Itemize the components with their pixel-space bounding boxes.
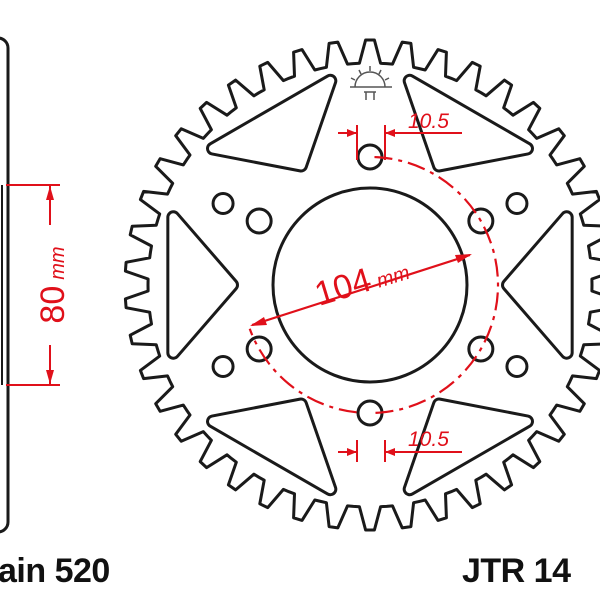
bolt-hole <box>245 335 273 363</box>
slot-dimension-bottom <box>338 440 462 462</box>
mounting-hole <box>505 192 529 216</box>
slot-width-top-label: 10.5 <box>408 110 449 133</box>
lightening-cutout-interior <box>213 404 331 490</box>
side-view <box>0 36 10 534</box>
mounting-hole <box>211 192 235 216</box>
lightening-cutout-interior <box>409 80 527 166</box>
mounting-hole <box>211 354 235 378</box>
pcd-label: 104mm <box>310 249 413 313</box>
chain-size-label: ain 520 <box>0 552 110 590</box>
slot-dimension-top <box>338 125 462 160</box>
part-number-label: JTR 14 <box>462 552 571 590</box>
pcd-dimension <box>248 155 500 415</box>
lightening-cutout-interior <box>508 217 567 353</box>
side-profile <box>0 36 10 534</box>
lightening-cutout-interior <box>213 80 331 166</box>
hub-dimension-label: 80mm <box>34 246 72 323</box>
mounting-hole <box>505 354 529 378</box>
sprocket-teeth-outline <box>123 38 600 532</box>
slot-width-bottom-label: 10.5 <box>408 428 449 451</box>
front-view <box>123 38 600 532</box>
bolt-hole <box>245 207 273 235</box>
center-bore <box>271 186 469 384</box>
lightening-cutout-interior <box>173 217 232 353</box>
hub-dimension <box>6 184 60 386</box>
rising-sun-logo-icon <box>350 66 392 100</box>
lightening-cutout-interior <box>409 404 527 490</box>
